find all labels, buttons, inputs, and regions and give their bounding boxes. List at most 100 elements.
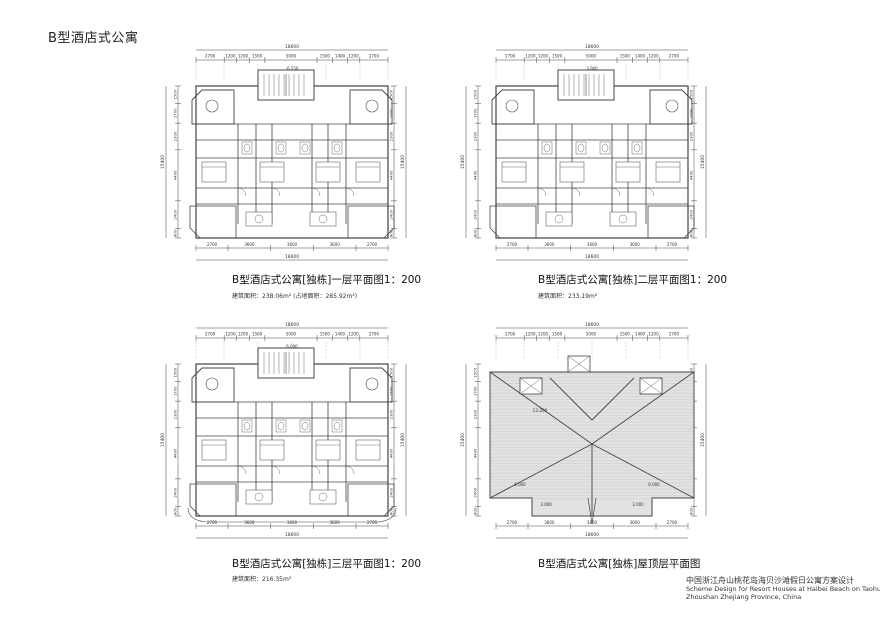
dimension-segment-top: 2700 [505, 332, 516, 337]
bath-fixture [331, 419, 343, 433]
bath-fixture [241, 419, 253, 433]
dimension-segment-side: 2300 [389, 131, 394, 141]
credit-english-1: Scheme Design for Resort Houses at Haibe… [686, 585, 880, 593]
dimension-segment-side: 2300 [173, 409, 178, 419]
plan-caption: B型酒店式公寓[独栋]三层平面图1：200 [232, 558, 422, 570]
dimension-segment-top: 1200 [238, 332, 249, 337]
dimension-segment-top: 1500 [252, 54, 263, 59]
plan-caption: B型酒店式公寓[独栋]屋顶层平面图 [538, 558, 701, 570]
dimension-segment-side: 2300 [689, 131, 694, 141]
roof-level-mark: 3.000 [632, 502, 644, 507]
dimension-segment-top: 1200 [648, 54, 659, 59]
dimension-total-side: 15400 [160, 155, 166, 169]
dimension-segment-side: 800 [173, 507, 178, 515]
plan-area-note: 建筑面积：233.19m² [538, 293, 598, 300]
dimension-segment-top: 1500 [620, 332, 631, 337]
door-swing [271, 187, 281, 197]
bath-fixture [241, 141, 253, 155]
bay-room-right [649, 89, 693, 125]
bay-room-right [349, 89, 393, 125]
dimension-total-side: 15400 [460, 155, 466, 169]
dimension-segment-top: 2700 [505, 54, 516, 59]
toilet-symbol [577, 143, 585, 153]
roof-ridge [591, 377, 635, 421]
dimension-segment-top: 2700 [669, 332, 680, 337]
coffee-table [618, 214, 628, 224]
toilet-symbol [633, 143, 641, 153]
dimension-segment-side: 800 [173, 229, 178, 237]
dimension-segment-side: 800 [389, 229, 394, 237]
dimension-segment-bottom: 2700 [367, 242, 378, 247]
dimension-segment-top: 1500 [620, 54, 631, 59]
dimension-segment-side: 800 [389, 507, 394, 515]
bed-symbol [355, 439, 381, 461]
door-swing [311, 187, 321, 197]
coffee-table [318, 492, 328, 502]
plan-caption: B型酒店式公寓[独栋]一层平面图1：200 [232, 274, 422, 286]
dimension-segment-side: 4400 [473, 170, 478, 180]
table-symbol [205, 377, 219, 391]
door-swing [345, 187, 355, 197]
dimension-segment-side: 1700 [173, 386, 178, 396]
project-credit: 中国浙江舟山桃花岛海贝沙滩假日公寓方案设计 Scheme Design for … [686, 577, 880, 602]
table-symbol [505, 99, 519, 113]
dimension-segment-side: 4400 [473, 448, 478, 458]
dimension-total-side: 15400 [400, 433, 406, 447]
dimension-segment-bottom: 3600 [544, 242, 555, 247]
dimension-segment-top: 1200 [525, 54, 536, 59]
dimension-segment-side: 2400 [389, 487, 394, 497]
roof-level-mark: 13.200 [533, 408, 548, 413]
dimension-segment-bottom: 2700 [667, 242, 678, 247]
dimension-segment-side: 4400 [689, 170, 694, 180]
terrace-railing [187, 507, 397, 523]
door-swing [611, 187, 621, 197]
coffee-table [318, 214, 328, 224]
balcony-left [489, 205, 537, 239]
dimension-segment-side: 800 [473, 507, 478, 515]
dimension-segment-top: 1200 [225, 54, 236, 59]
toilet-symbol [243, 421, 251, 431]
dimension-segment-side: 4400 [173, 448, 178, 458]
dimension-segment-top: 2700 [369, 54, 380, 59]
dimension-segment-top: 1400 [635, 54, 646, 59]
dimension-segment-side: 1500 [689, 89, 694, 99]
door-swing [571, 187, 581, 197]
level-mark: -0.150 [286, 66, 299, 71]
dimension-segment-bottom: 2700 [367, 520, 378, 525]
door-swing [311, 465, 321, 475]
balcony-left [189, 205, 237, 239]
dimension-total-bottom: 18600 [285, 254, 299, 260]
dimension-total-bottom: 18600 [285, 532, 299, 538]
dimension-segment-top: 1400 [335, 54, 346, 59]
table-symbol [205, 99, 219, 113]
dimension-segment-top: 5000 [286, 54, 297, 59]
toilet-symbol [277, 143, 285, 153]
plan-area-note: 建筑面积：238.06m² (占地面积：285.92m²) [232, 293, 358, 300]
dimension-total-top: 18600 [285, 322, 299, 328]
coffee-table [254, 214, 264, 224]
roof-level-mark: 3.000 [540, 502, 552, 507]
plan-caption: B型酒店式公寓[独栋]二层平面图1：200 [538, 274, 728, 286]
sofa-symbol [245, 211, 273, 227]
roof-hip [591, 443, 695, 499]
bath-fixture [599, 141, 611, 155]
balcony-right [347, 483, 395, 517]
dimension-segment-side: 2400 [173, 487, 178, 497]
dimension-segment-top: 1500 [320, 54, 331, 59]
dimension-segment-bottom: 3600 [544, 520, 555, 525]
bed-symbol [201, 439, 227, 461]
dimension-segment-side: 2400 [473, 209, 478, 219]
dimension-segment-side: 800 [473, 229, 478, 237]
roof-hip [489, 371, 593, 445]
dimension-segment-top: 1500 [552, 332, 563, 337]
roof-level-mark: 6.000 [514, 482, 526, 487]
dimension-segment-bottom: 2700 [207, 520, 218, 525]
dimension-segment-top: 1200 [538, 332, 549, 337]
bay-room-right [349, 367, 393, 403]
dimension-segment-bottom: 2700 [667, 520, 678, 525]
dimension-segment-side: 2400 [173, 209, 178, 219]
dimension-segment-side: 2400 [389, 209, 394, 219]
